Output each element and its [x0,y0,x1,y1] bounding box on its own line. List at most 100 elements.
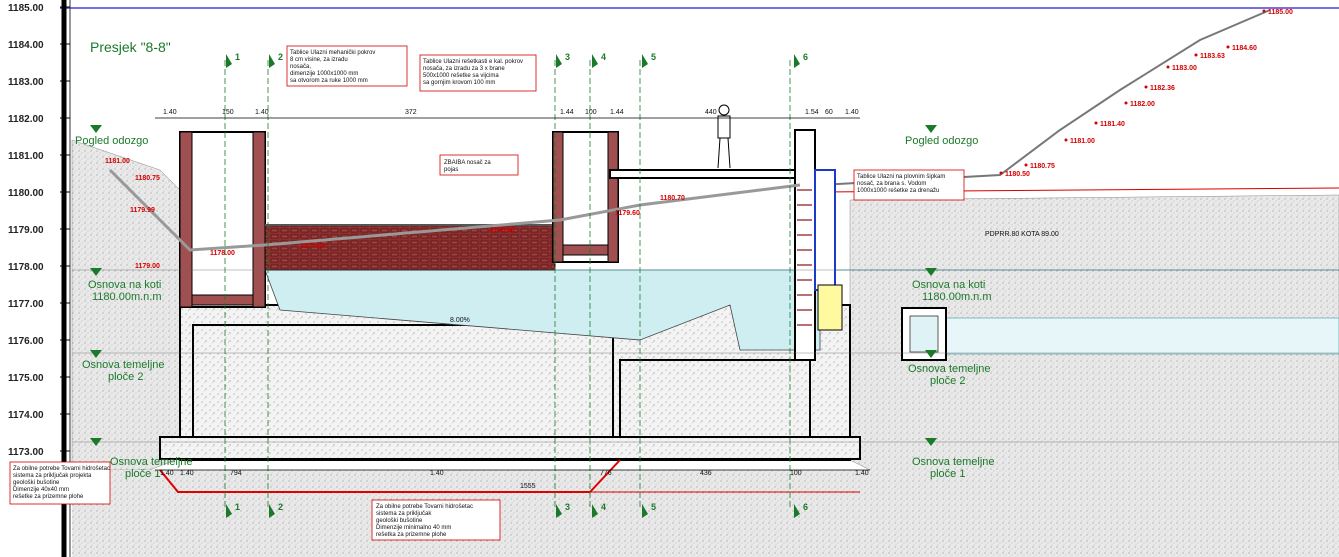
outlet-pipe [944,317,1339,355]
section-arrow [642,54,648,68]
dimension-bottom: 1.40 [430,470,444,477]
level-lines [72,269,1339,443]
terrain-point [999,171,1003,175]
terrain-point [1166,65,1170,69]
note-line: Za obilne potrebe Tovarni hidrošetac [376,504,473,510]
terrain-point [1024,163,1028,167]
terrain-point [1064,138,1068,142]
note-line: rešetke za prizemne plohe [13,494,84,500]
note-line: nosač, za brana s. Vodom [857,181,926,187]
elevation-label: 1181.00 [8,151,44,162]
dimension-top: 1.40 [255,109,269,116]
dimension-top: 372 [405,109,417,116]
label-osnova-kote-right: Osnova na koti [912,279,985,291]
drawing-title: Presjek "8-8" [90,39,171,55]
elevation-label: 1175.00 [8,373,44,384]
section-arrow [269,54,275,68]
terrain-elevation-points: 1185.001184.601183.631183.001182.361182.… [999,9,1293,178]
section-arrow [794,504,800,518]
label-osnova-temeljne-2-right: Osnova temeljne [908,363,991,375]
shaft-left-floor [191,294,254,306]
section-number: 1 [235,502,240,512]
elevation-label: 1185.00 [8,3,44,14]
note-line: 8 cm visine, za izradu [290,57,348,63]
label-osnova-temeljne-1-right: Osnova temeljne [912,456,995,468]
note-line: Dimenzije 40x40 mm [13,487,69,493]
dimension-top: 1.40 [845,109,859,116]
label-osnova-temeljne-1-left: Osnova temeljne [110,456,193,468]
label-pogled-right: Pogled odozgo [905,135,978,147]
section-arrow [794,54,800,68]
note-line: 1000x1000 rešetke za drenažu [857,188,939,194]
note-line: sistema za priključak [376,511,432,517]
person-figure [717,104,731,169]
section-arrow [226,504,232,518]
section-arrow [592,54,598,68]
dimension-top: 1.54 [805,109,819,116]
outlet-box-inner [909,315,939,353]
note-box-right [853,169,965,201]
elevation-label: 1179.00 [8,225,44,236]
section-number: 3 [565,502,570,512]
note-line: rešetka za prizemne plohe [376,532,447,538]
dimension-bottom: 436 [700,470,712,477]
terrain-slope-line [819,9,1271,186]
chamber-right [619,359,811,438]
note-line: nosača, za izradu za 3 x brane [423,66,505,72]
roof-slab [609,169,801,179]
level-tags: 1181.001180.751179.991179.001178.001177.… [105,158,685,270]
section-number: 2 [278,52,283,62]
elevation-label: 1184.00 [8,40,44,51]
section-arrow [556,54,562,68]
soil-bottom [72,470,1339,557]
note-box-bottom-center [371,499,501,541]
note-line: pojas [444,167,458,173]
note-line: ZBAIBA nosač za [444,160,491,166]
level-tag: 1179.60 [615,210,640,217]
note-box-top1 [286,45,408,87]
level-tag: 1179.00 [135,263,160,270]
label-pogled-left: Pogled odozgo [75,135,148,147]
elevation-label: 1178.00 [8,262,44,273]
terrain-point-label: 1184.60 [1232,45,1257,52]
elevation-label: 1173.00 [8,447,44,458]
elevation-label: 1183.00 [8,77,44,88]
level-tag: 1179.99 [130,207,155,214]
dimension-top: 1.44 [560,109,574,116]
terrain-point [1194,53,1198,57]
label-osnova-kote-left-val: 1180.00m.n.m [92,291,162,303]
soil-left [71,139,181,471]
note-bottom-left: Za obilne potrebe Tovarni hidrošetacsist… [13,466,110,500]
note-line: sistema za priključak projekta [13,473,92,479]
note-line: dimenzije 1000x1000 mm [290,71,358,77]
section-arrow [556,504,562,518]
note-box-top2 [419,54,537,92]
label-osnova-temeljne-1-left-b: ploče 1 [125,468,160,480]
section-arrow [269,504,275,518]
section-number: 6 [803,502,808,512]
terrain-point-label: 1180.75 [1030,163,1055,170]
note-line: sa otvorom za ruke 1000 mm [290,78,368,84]
section-number: 1 [235,52,240,62]
note-line: Dimenzije minimalno 40 mm [376,525,451,531]
terrain-point [1094,121,1098,125]
dimension-bottom: 100 [790,470,802,477]
note-line: Tablice Ulazni na plovnim šipkam [857,174,945,180]
note-line: geološki bušotine [376,518,423,524]
level-tag: 1178.00 [210,250,235,257]
label-osnova-kote-right-val: 1180.00m.n.m [922,291,992,303]
section-number: 5 [651,52,656,62]
note-line: Tablice Ulazni mehanički pokrov [290,50,375,56]
label-osnova-temeljne-1-right-b: ploče 1 [930,468,965,480]
terrain-point-label: 1181.00 [1070,138,1095,145]
dimension-top: 1.40 [163,109,177,116]
elevation-label: 1174.00 [8,410,44,421]
note-line: nosača, [290,64,311,70]
valve-pipe-blue [814,169,836,291]
dimension-top: 100 [585,109,597,116]
valve-fitting [817,284,843,331]
